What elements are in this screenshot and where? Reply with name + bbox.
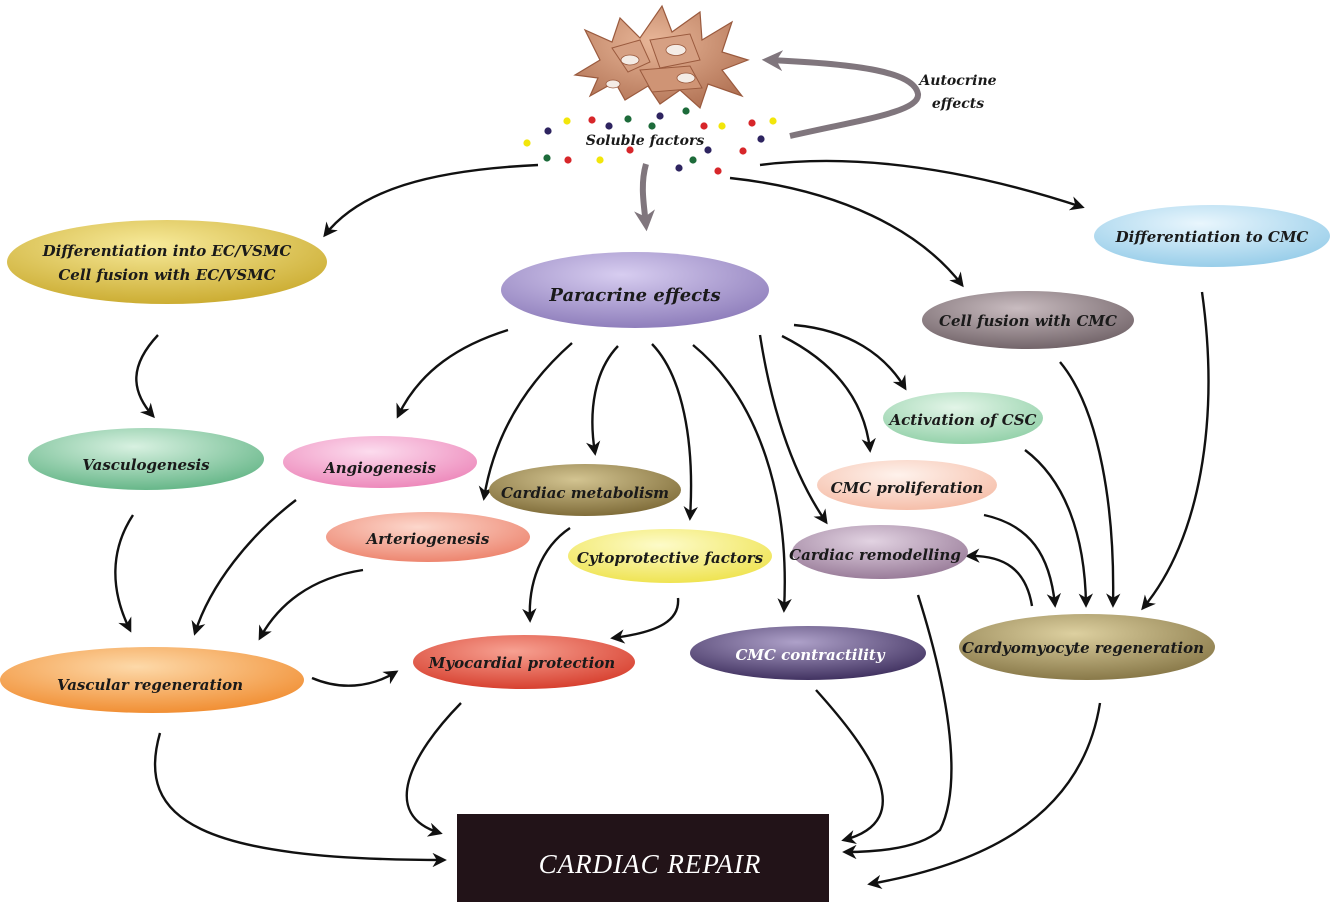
node-activation-of-csc-label: Activation of CSC — [888, 411, 1037, 429]
autocrine-arrow — [761, 50, 921, 139]
node-cardyomyocyte-regeneration-label: Cardyomyocyte regeneration — [962, 639, 1204, 657]
node-cmc-proliferation: CMC proliferation — [817, 460, 997, 510]
autocrine-label-line1: Autocrine — [917, 73, 996, 89]
node-differentiation-to-cmc-label: Differentiation to CMC — [1115, 228, 1309, 246]
node-angiogenesis: Angiogenesis — [283, 436, 477, 488]
node-arteriogenesis: Arteriogenesis — [326, 512, 530, 562]
node-cardiac-remodelling-label: Cardiac remodelling — [789, 546, 961, 564]
node-vasculogenesis: Vasculogenesis — [28, 428, 264, 490]
node-cytoprotective-factors-label: Cytoprotective factors — [577, 549, 764, 567]
connector-arrows — [114, 159, 1210, 890]
autocrine-label-line2: effects — [932, 96, 984, 112]
node-angiogenesis-label: Angiogenesis — [322, 459, 436, 477]
stem-cells-illustration — [573, 4, 750, 110]
node-cmc-contractility: CMC contractility — [690, 626, 926, 680]
node-differentiation-ec-vsmc-line2: Cell fusion with EC/VSMC — [58, 266, 275, 284]
node-cardiac-repair-label: CARDIAC REPAIR — [539, 849, 762, 879]
node-differentiation-ec-vsmc: Differentiation into EC/VSMC Cell fusion… — [7, 220, 327, 304]
node-vascular-regeneration: Vascular regeneration — [0, 647, 304, 713]
node-differentiation-to-cmc: Differentiation to CMC — [1094, 205, 1330, 267]
paracrine-main-arrow — [634, 163, 655, 232]
node-cardyomyocyte-regeneration: Cardyomyocyte regeneration — [959, 614, 1215, 680]
node-myocardial-protection: Myocardial protection — [413, 635, 635, 689]
node-cardiac-remodelling: Cardiac remodelling — [789, 525, 968, 579]
node-cmc-proliferation-label: CMC proliferation — [831, 479, 984, 497]
node-cytoprotective-factors: Cytoprotective factors — [568, 529, 772, 583]
node-cardiac-repair: CARDIAC REPAIR — [457, 814, 829, 902]
node-paracrine-effects-label: Paracrine effects — [548, 285, 720, 306]
node-cardiac-metabolism-label: Cardiac metabolism — [501, 484, 669, 502]
node-myocardial-protection-label: Myocardial protection — [428, 654, 615, 672]
node-cardiac-metabolism: Cardiac metabolism — [489, 464, 681, 516]
node-vasculogenesis-label: Vasculogenesis — [82, 456, 210, 474]
node-activation-of-csc: Activation of CSC — [883, 392, 1043, 444]
node-paracrine-effects: Paracrine effects — [501, 252, 769, 328]
node-cell-fusion-with-cmc-label: Cell fusion with CMC — [939, 312, 1117, 330]
soluble-factor-particles — [523, 107, 777, 175]
node-cmc-contractility-label: CMC contractility — [735, 646, 885, 664]
node-vascular-regeneration-label: Vascular regeneration — [57, 676, 243, 694]
node-arteriogenesis-label: Arteriogenesis — [365, 530, 490, 548]
soluble-factors-label: Soluble factors — [586, 133, 705, 149]
node-differentiation-ec-vsmc-line1: Differentiation into EC/VSMC — [42, 242, 292, 260]
node-cell-fusion-with-cmc: Cell fusion with CMC — [922, 291, 1134, 349]
